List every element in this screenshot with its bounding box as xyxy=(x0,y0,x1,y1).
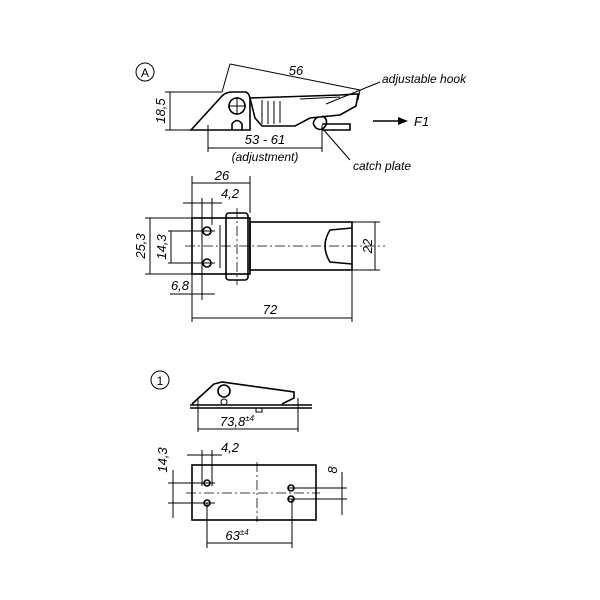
adjustable-hook xyxy=(312,115,328,131)
adjustment-note: (adjustment) xyxy=(232,150,299,164)
dim-18-5: 18,5 xyxy=(153,98,168,124)
dim-63: 63±4 xyxy=(225,528,249,543)
side-view-a: A 56 18,5 53 - 61 (adjustment) adjustabl… xyxy=(135,62,467,173)
label-adjustable-hook: adjustable hook xyxy=(382,72,467,86)
dim-25-3: 25,3 xyxy=(133,233,148,260)
view-marker-circle xyxy=(135,62,155,82)
dim-4-2: 4,2 xyxy=(221,186,240,201)
label-catch-plate: catch plate xyxy=(353,159,411,173)
dim-22: 22 xyxy=(360,238,375,254)
dim-14-3: 14,3 xyxy=(154,234,169,260)
label-f1: F1 xyxy=(414,114,429,129)
dim-53-61: 53 - 61 xyxy=(245,132,285,147)
dim-14-3-b: 14,3 xyxy=(155,447,170,473)
catch-leader xyxy=(321,127,351,161)
latch-base xyxy=(189,91,251,131)
dim-56: 56 xyxy=(289,63,304,78)
mounting-plan xyxy=(191,464,317,521)
hook-leader xyxy=(325,81,381,105)
top-view: 26 4,2 25,3 14,3 22 6,8 72 xyxy=(133,168,385,322)
view-1: 1 73,8±4 4,2 14,3 8 63±4 xyxy=(150,370,347,548)
catch-plate xyxy=(322,123,351,131)
view-marker-a: A xyxy=(141,66,149,80)
dim-73-8: 73,8±4 xyxy=(220,414,255,429)
view-marker-circle xyxy=(150,370,170,390)
latch-side-small xyxy=(191,381,295,405)
dim-8: 8 xyxy=(325,466,340,474)
dim-6-8: 6,8 xyxy=(171,278,190,293)
pivot-notch xyxy=(231,119,243,130)
dim-26: 26 xyxy=(214,168,230,183)
dim-72: 72 xyxy=(263,302,278,317)
dim-4-2-b: 4,2 xyxy=(221,440,240,455)
view-marker-1: 1 xyxy=(157,374,164,388)
